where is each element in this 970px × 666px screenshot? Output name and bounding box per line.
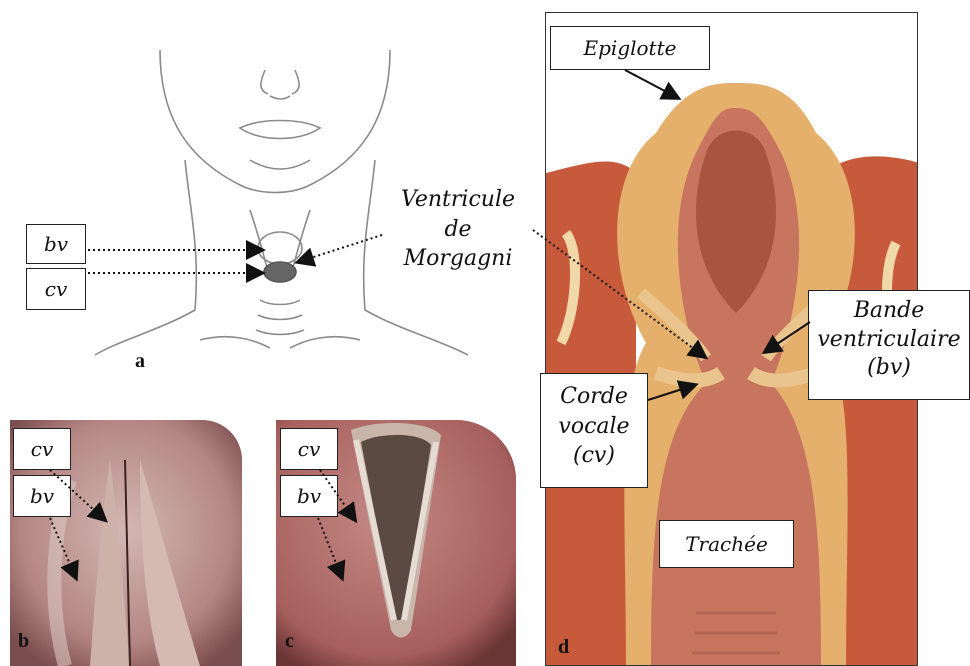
label-cv-a: cv — [26, 268, 86, 310]
label-cv-c: cv — [280, 428, 338, 470]
label-ventricule-de-morgagni: Ventricule de Morgagni — [383, 185, 533, 290]
label-bv-c: bv — [280, 475, 338, 517]
panel-letter-b: b — [18, 630, 29, 653]
label-bv-b: bv — [13, 475, 71, 517]
label-corde-vocale: Corde vocale (cv) — [540, 373, 648, 488]
panel-letter-d: d — [558, 636, 569, 659]
panel-letter-c: c — [285, 630, 294, 653]
label-bande-ventriculaire: Bande ventriculaire (bv) — [808, 290, 970, 400]
label-trachee: Trachée — [659, 520, 794, 568]
panel-letter-a: a — [135, 350, 145, 373]
label-epiglotte: Epiglotte — [550, 26, 710, 70]
label-cv-b: cv — [13, 428, 71, 470]
label-bv-a: bv — [26, 224, 86, 264]
